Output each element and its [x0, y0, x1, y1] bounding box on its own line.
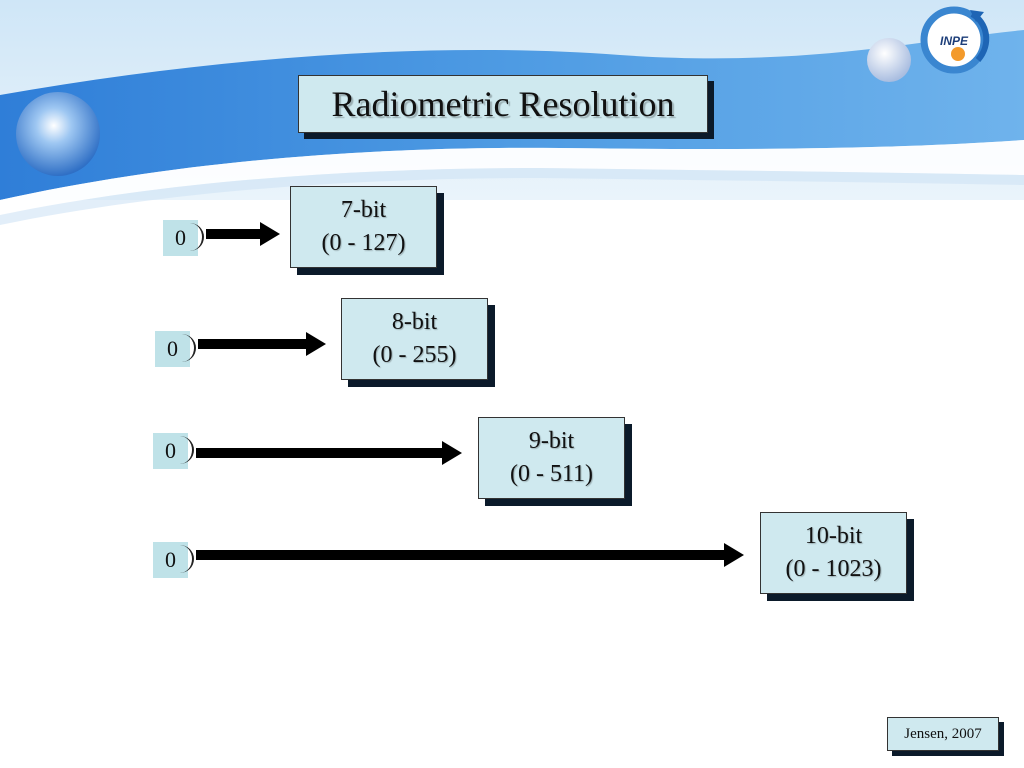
decorative-orb-small	[867, 38, 911, 82]
inpe-logo: INPE	[920, 6, 990, 74]
bitbox-7bit: 7-bit (0 - 127)	[290, 186, 437, 268]
svg-text:INPE: INPE	[940, 34, 969, 48]
bitbox-label: 9-bit	[528, 428, 575, 454]
bitbox-label: 8-bit	[391, 309, 438, 335]
arrow-9bit	[196, 441, 462, 465]
slide-title-text: Radiometric Resolution	[331, 84, 675, 124]
arrow-10bit	[196, 543, 744, 567]
citation-text: Jensen, 2007	[904, 725, 982, 742]
bitbox-9bit: 9-bit (0 - 511)	[478, 417, 625, 499]
start-value-9bit: 0	[153, 433, 194, 469]
bitbox-10bit: 10-bit (0 - 1023)	[760, 512, 907, 594]
citation: Jensen, 2007	[887, 717, 999, 751]
bitbox-range: (0 - 1023)	[785, 556, 882, 582]
slide-title: Radiometric Resolution	[298, 75, 708, 133]
bitbox-range: (0 - 127)	[321, 230, 406, 256]
arrow-7bit	[206, 222, 280, 246]
decorative-orb	[16, 92, 100, 176]
arrow-8bit	[198, 332, 326, 356]
start-value-7bit: 0	[163, 220, 204, 256]
bitbox-label: 7-bit	[340, 197, 387, 223]
bitbox-8bit: 8-bit (0 - 255)	[341, 298, 488, 380]
bitbox-label: 10-bit	[804, 523, 863, 549]
bitbox-range: (0 - 511)	[509, 461, 594, 487]
start-value-10bit: 0	[153, 542, 194, 578]
bitbox-range: (0 - 255)	[372, 342, 457, 368]
start-value-8bit: 0	[155, 331, 196, 367]
